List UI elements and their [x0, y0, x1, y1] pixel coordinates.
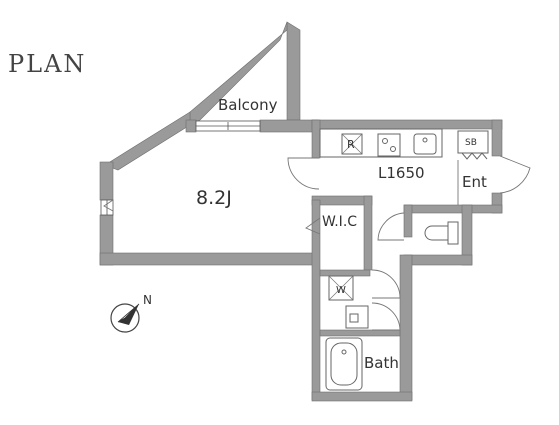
compass: N — [110, 293, 152, 333]
room-label-wic: W.I.C — [322, 214, 357, 230]
living-top-wall-right — [259, 119, 319, 133]
vanity-icon — [345, 305, 369, 329]
washer-label: W — [336, 285, 346, 296]
bath-bottom-wall — [311, 391, 413, 402]
bath-door — [371, 302, 401, 331]
room-label-kitchen: L1650 — [378, 164, 425, 182]
plan-title: PLAN — [8, 50, 86, 78]
living-diagonal-wall — [104, 111, 191, 171]
stove-icon — [377, 133, 401, 157]
front-door — [499, 155, 531, 194]
kitchen-top-wall — [311, 119, 503, 130]
balcony-right-wall — [286, 21, 301, 121]
toilet-icon — [424, 221, 459, 245]
kitchen-left-wall-upper — [311, 119, 321, 159]
wic-right-wall — [363, 195, 373, 271]
wic-door — [305, 217, 321, 235]
bath-left-wall — [311, 199, 321, 401]
bathtub-icon — [325, 337, 363, 391]
toilet-left-wall — [403, 204, 413, 238]
laundry-door — [371, 269, 401, 299]
living-door — [287, 157, 320, 190]
wic-top-wall — [311, 195, 373, 206]
refrigerator-icon — [341, 133, 363, 155]
compass-north-label: N — [143, 293, 152, 307]
sink-icon — [413, 133, 437, 155]
bath-top-wall — [319, 329, 401, 337]
walls — [99, 21, 503, 402]
refrigerator-label: R — [347, 138, 355, 151]
room-label-living: 8.2J — [196, 187, 232, 209]
bath-right-wall — [399, 254, 413, 401]
doors — [103, 155, 531, 331]
living-window-marker — [103, 199, 114, 212]
room-label-bath: Bath — [364, 354, 399, 372]
entrance-right-wall-upper — [491, 119, 503, 157]
entrance-bottom-wall — [403, 204, 503, 214]
laundry-top-wall — [319, 269, 371, 277]
living-top-wall-left — [185, 119, 197, 133]
toilet-door — [377, 212, 405, 241]
room-label-balcony: Balcony — [218, 96, 278, 114]
living-bottom-wall — [99, 252, 316, 266]
shoe-box-label: SB — [465, 138, 477, 148]
living-left-wall-upper — [99, 161, 114, 201]
shoe-box: SB — [457, 130, 489, 160]
room-label-entrance: Ent — [462, 173, 487, 191]
kitchen-counter: R — [319, 128, 443, 158]
toilet-bottom-wall — [403, 254, 473, 266]
washer-icon: W — [328, 275, 354, 301]
balcony-window — [195, 120, 261, 132]
